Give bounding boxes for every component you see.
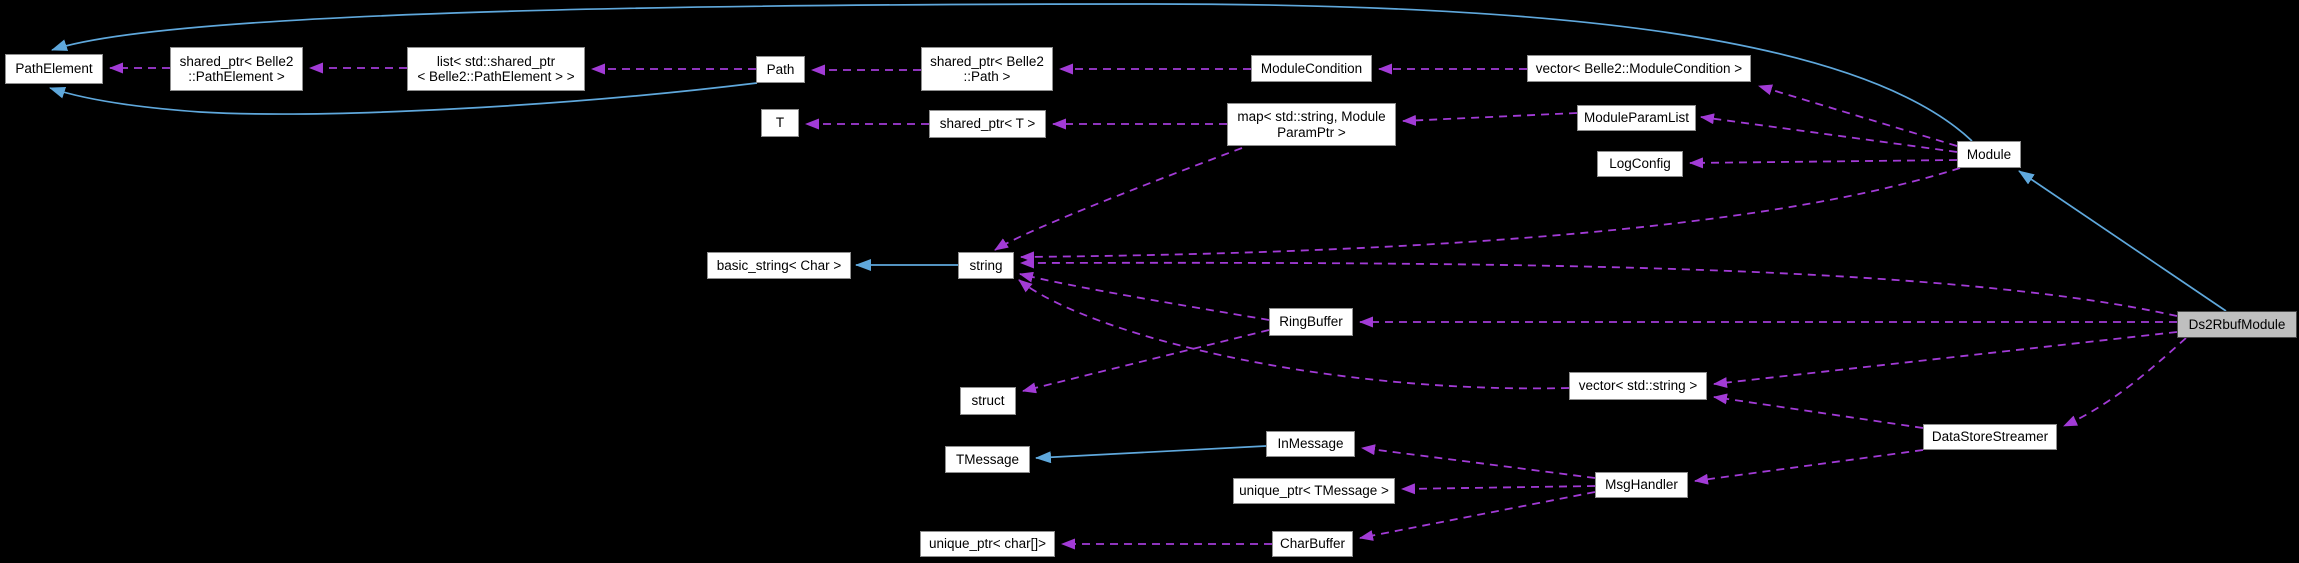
edge-msghandler-charbuffer: [1359, 491, 1596, 541]
node-char-buffer[interactable]: CharBuffer: [1272, 531, 1353, 557]
node-label: RingBuffer: [1279, 314, 1343, 330]
edge-moduleparamlist-map: [1402, 112, 1578, 126]
node-label: PathElement: [15, 61, 93, 77]
node-label: map< std::string, Module ParamPtr >: [1237, 109, 1386, 140]
node-log-config[interactable]: LogConfig: [1597, 151, 1683, 177]
node-label: InMessage: [1277, 436, 1344, 452]
node-map-module-param-ptr[interactable]: map< std::string, Module ParamPtr >: [1227, 103, 1396, 146]
node-label: ModuleParamList: [1583, 110, 1690, 126]
edge-map-string: [994, 147, 1243, 251]
node-label: Module: [1966, 146, 2012, 162]
node-struct[interactable]: struct: [960, 387, 1016, 415]
edge-module-vectormodulecondition: [1758, 84, 1958, 147]
node-label: TMessage: [955, 451, 1020, 467]
edge-module-pathelement: [51, 3, 1973, 142]
node-label: unique_ptr< TMessage >: [1239, 483, 1389, 499]
edge-path-pathelement: [49, 82, 758, 115]
node-label: shared_ptr< Belle2 ::PathElement >: [179, 53, 294, 85]
edge-ringbuffer-string: [1019, 271, 1270, 321]
node-in-message[interactable]: InMessage: [1266, 431, 1355, 457]
node-module-param-list[interactable]: ModuleParamList: [1577, 105, 1696, 131]
node-list-shared-ptr-path-element[interactable]: list< std::shared_ptr < Belle2::PathElem…: [407, 47, 585, 91]
edge-vectorstring-string: [1018, 279, 1570, 390]
node-unique-ptr-char-array[interactable]: unique_ptr< char[]>: [920, 531, 1055, 557]
node-label: shared_ptr< T >: [939, 116, 1036, 132]
node-label: ModuleCondition: [1260, 60, 1363, 76]
edge-module-moduleparamlist: [1700, 113, 1958, 153]
edge-inmessage-tmessage: [1035, 445, 1267, 464]
node-vector-std-string[interactable]: vector< std::string >: [1569, 372, 1707, 400]
node-label: shared_ptr< Belle2 ::Path >: [930, 53, 1044, 85]
node-tmessage[interactable]: TMessage: [945, 446, 1030, 473]
node-msg-handler[interactable]: MsgHandler: [1595, 472, 1688, 498]
edge-ds2rbufmodule-vectorstring: [1713, 331, 2178, 389]
node-shared-ptr-t[interactable]: shared_ptr< T >: [929, 110, 1046, 138]
edge-datastorestreamer-msghandler: [1694, 449, 1924, 485]
edge-ds2rbufmodule-datastorestreamer: [2063, 337, 2187, 427]
edge-ds2rbufmodule-string: [1020, 257, 2178, 317]
node-label: MsgHandler: [1605, 477, 1678, 493]
node-label: vector< Belle2::ModuleCondition >: [1535, 60, 1743, 76]
edge-datastorestreamer-vectorstring: [1713, 393, 1924, 429]
edge-msghandler-uniqueptrtmessage: [1401, 483, 1596, 495]
node-label: DataStoreStreamer: [1931, 429, 2049, 445]
edge-module-logconfig: [1689, 157, 1958, 169]
node-label: list< std::shared_ptr < Belle2::PathElem…: [417, 53, 575, 85]
node-label: struct: [971, 393, 1005, 409]
node-label: CharBuffer: [1279, 536, 1346, 552]
node-module[interactable]: Module: [1957, 141, 2021, 168]
node-label: LogConfig: [1609, 156, 1671, 172]
node-ds2rbuf-module[interactable]: Ds2RbufModule: [2177, 311, 2297, 338]
edge-module-string: [1020, 167, 1961, 263]
node-vector-module-condition[interactable]: vector< Belle2::ModuleCondition >: [1527, 55, 1751, 82]
node-shared-ptr-path[interactable]: shared_ptr< Belle2 ::Path >: [921, 47, 1053, 91]
edge-msghandler-inmessage: [1361, 444, 1596, 479]
node-module-condition[interactable]: ModuleCondition: [1251, 55, 1372, 82]
node-label: T: [775, 115, 785, 131]
node-label: unique_ptr< char[]>: [928, 536, 1047, 552]
node-shared-ptr-path-element[interactable]: shared_ptr< Belle2 ::PathElement >: [170, 47, 303, 91]
edge-ringbuffer-struct: [1022, 329, 1270, 394]
edge-ds2rbufmodule-module: [2018, 170, 2227, 312]
node-label: basic_string< Char >: [716, 257, 842, 273]
node-unique-ptr-tmessage[interactable]: unique_ptr< TMessage >: [1233, 478, 1395, 504]
node-path[interactable]: Path: [756, 56, 805, 83]
node-label: Ds2RbufModule: [2188, 316, 2286, 332]
node-string[interactable]: string: [958, 252, 1014, 279]
node-label: Path: [766, 61, 795, 77]
node-path-element[interactable]: PathElement: [5, 54, 103, 84]
node-t[interactable]: T: [761, 109, 799, 137]
node-basic-string-char[interactable]: basic_string< Char >: [707, 252, 851, 279]
node-label: vector< std::string >: [1578, 378, 1698, 394]
node-data-store-streamer[interactable]: DataStoreStreamer: [1923, 424, 2057, 450]
node-label: string: [969, 257, 1003, 273]
node-ring-buffer[interactable]: RingBuffer: [1269, 308, 1353, 336]
